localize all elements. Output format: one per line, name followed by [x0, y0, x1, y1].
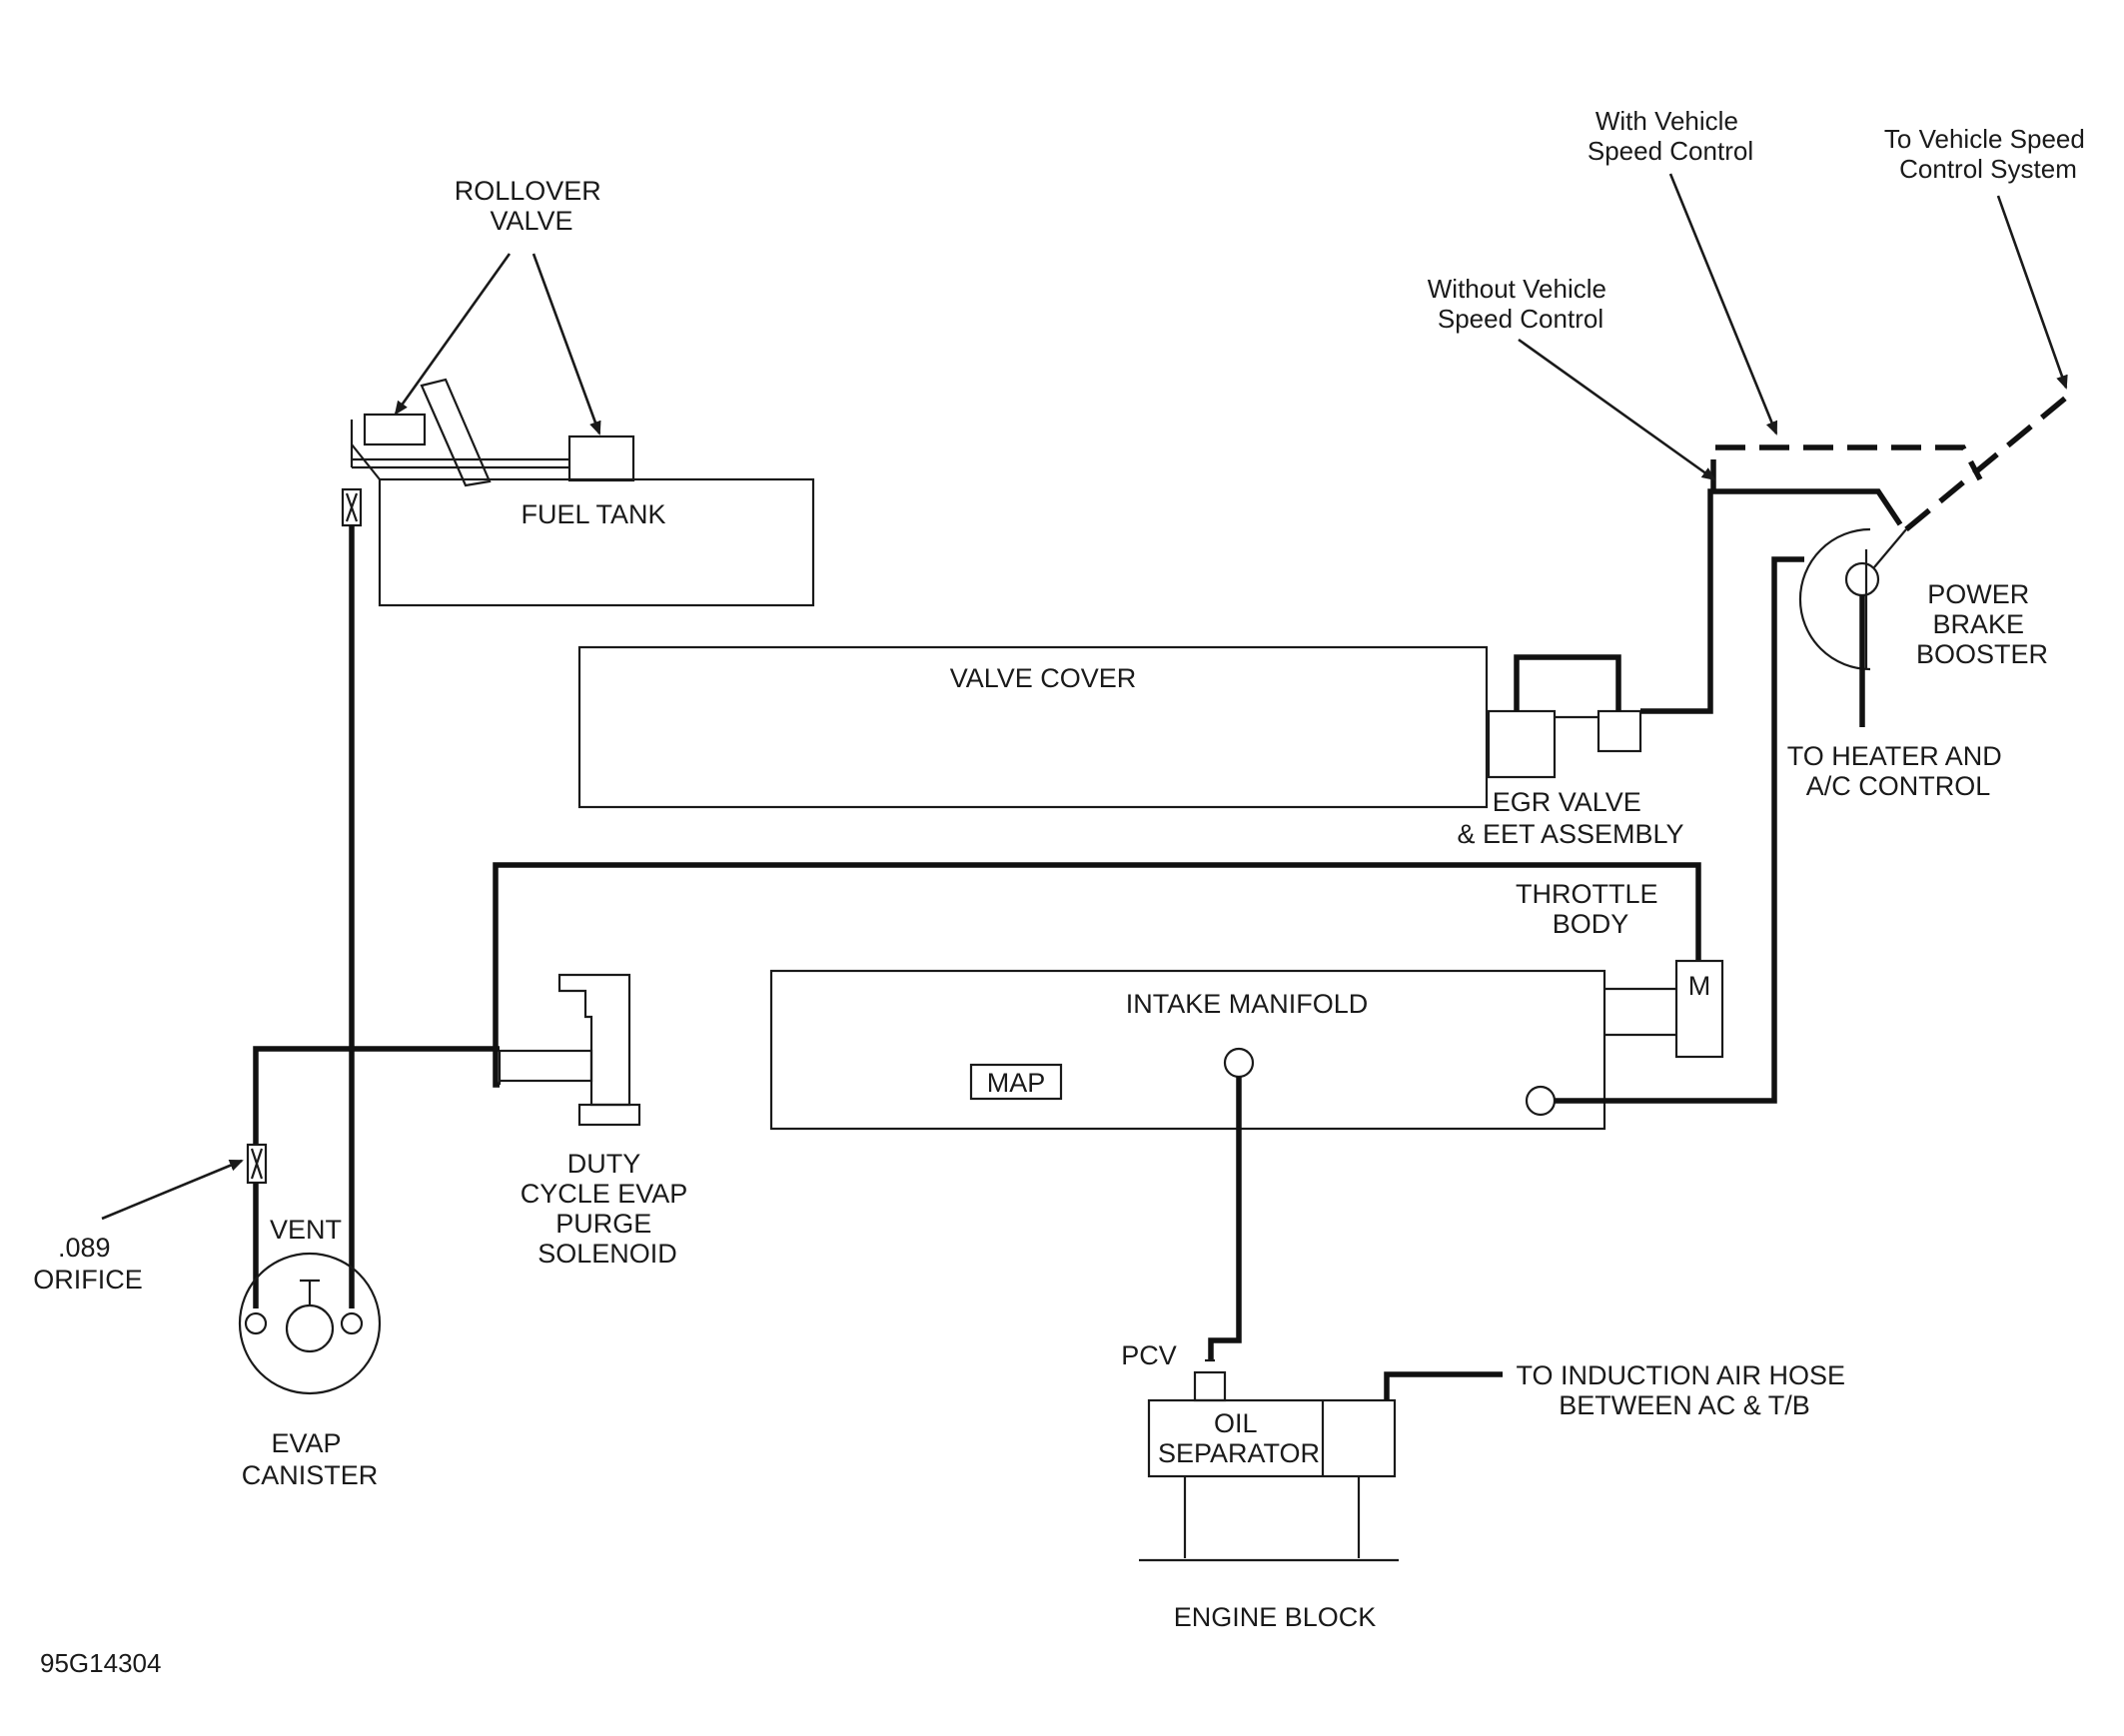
oil-separator: [1139, 1358, 1399, 1562]
speed-control-system-hose: [1904, 395, 2068, 532]
pcv-hose: [1208, 1077, 1242, 1360]
map-label: MAP: [987, 1068, 1046, 1098]
egr-valve-assembly: [1487, 488, 1903, 779]
fuel-tank-label: FUEL TANK: [521, 499, 665, 529]
engine-block-label: ENGINE BLOCK: [1174, 1602, 1377, 1632]
brake-booster-hose: [1555, 556, 1804, 1104]
egr-valve-label: EGR VALVE & EET ASSEMBLY: [1457, 787, 1683, 849]
speed-control-hose-with: [1710, 444, 1983, 489]
intake-manifold-label: INTAKE MANIFOLD: [1126, 989, 1369, 1019]
induction-air-hose: [1384, 1371, 1503, 1400]
oil-separator-label: OIL SEPARATOR: [1158, 1408, 1320, 1468]
pcv-valve: [1193, 1370, 1227, 1402]
throttle-body: [1604, 959, 1724, 1059]
throttle-body-label: THROTTLE BODY: [1516, 879, 1665, 939]
brake-booster-port: [1525, 1085, 1557, 1117]
heater-ac-label: TO HEATER AND A/C CONTROL: [1787, 741, 2010, 801]
pcv-port: [1223, 1047, 1255, 1079]
rollover-valve-right: [567, 434, 635, 482]
canister-purge-hose: [253, 1046, 500, 1145]
induction-air-label: TO INDUCTION AIR HOSE BETWEEN AC & T/B: [1516, 1360, 1852, 1420]
intake-manifold: [769, 969, 1606, 1131]
pcv-label: PCV: [1121, 1340, 1177, 1370]
map-sensor: [969, 1063, 1063, 1101]
duty-cycle-purge-solenoid: [498, 973, 641, 1127]
fuel-tank: [350, 378, 815, 607]
power-brake-booster: [1798, 527, 1907, 727]
rollover-valve-left: [363, 413, 427, 446]
without-speed-control-label: Without Vehicle Speed Control: [1428, 274, 1613, 334]
duty-cycle-label: DUTY CYCLE EVAP PURGE SOLENOID: [521, 1149, 695, 1269]
valve-cover-label: VALVE COVER: [950, 663, 1137, 693]
purge-hose: [493, 862, 1701, 1088]
power-brake-booster-label: POWER BRAKE BOOSTER: [1916, 579, 2048, 669]
rollover-valve-label: ROLLOVER VALVE: [455, 176, 609, 236]
tank-orifice: [341, 487, 363, 527]
with-speed-control-label: With Vehicle Speed Control: [1588, 106, 1753, 166]
to-speed-control-system-label: To Vehicle Speed Control System: [1884, 124, 2092, 184]
evap-canister-label: EVAP CANISTER: [242, 1428, 379, 1490]
orifice-089: [246, 1143, 268, 1185]
valve-cover: [577, 645, 1489, 809]
vent-label: VENT: [270, 1215, 342, 1245]
throttle-m-label: M: [1688, 971, 1711, 1001]
orifice-label: .089 ORIFICE: [33, 1233, 143, 1295]
figure-id-label: 95G14304: [40, 1648, 161, 1678]
evap-canister: [238, 1252, 382, 1395]
